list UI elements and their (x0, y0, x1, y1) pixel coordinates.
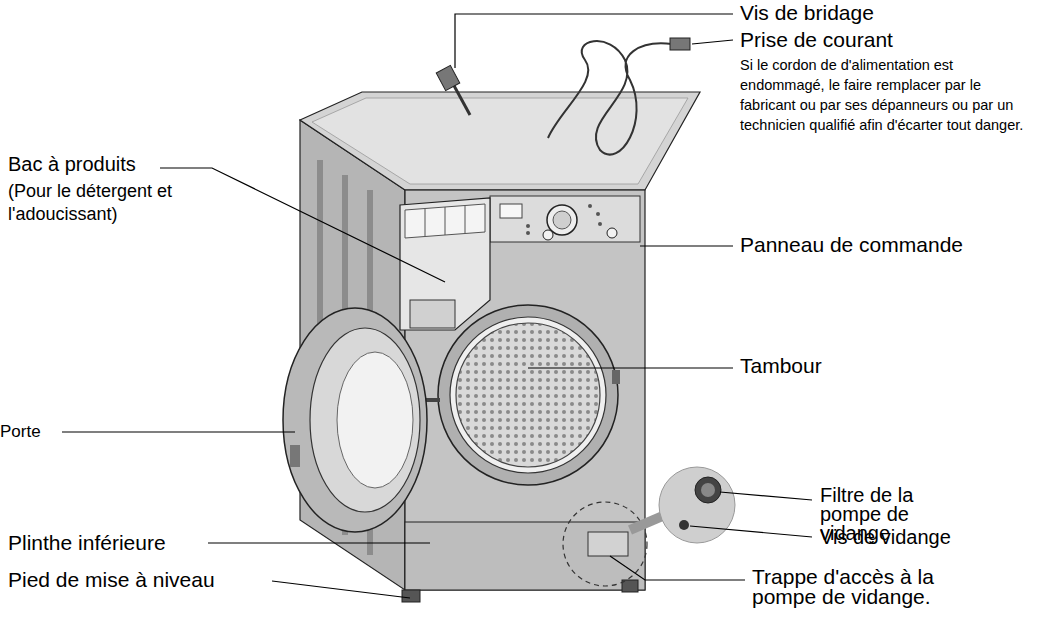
option-buttons (526, 204, 602, 235)
pump-filter-cap (701, 483, 715, 497)
part-label: Panneau de commande (740, 233, 1030, 257)
program-knob-center (553, 211, 571, 229)
drawer-handle (410, 300, 455, 328)
part-label: Vis de vidange (820, 526, 1020, 548)
door-inner (310, 328, 420, 512)
part-note: (Pour le détergent et l'adoucissant) (8, 180, 198, 227)
pump-access-cover (588, 532, 628, 556)
power-plug (670, 38, 690, 50)
power-cord (548, 41, 672, 154)
part-label: Prise de courant (740, 28, 1030, 52)
control-panel (490, 196, 640, 242)
bottom-plinth (405, 522, 645, 590)
part-label: Bac à produits (8, 153, 268, 175)
drain-screw (679, 520, 689, 530)
drum-perforations (440, 310, 620, 490)
drum-rim (456, 323, 600, 467)
safety-note: Si le cordon de d'alimentation est endom… (740, 55, 1032, 135)
door-hook (290, 445, 300, 467)
zoom-detail (659, 467, 735, 543)
drawer-compartments (405, 204, 485, 238)
door-hinge (425, 398, 440, 402)
part-label: Tambour (740, 354, 1030, 378)
detergent-drawer (400, 198, 490, 330)
door-outer (283, 308, 427, 532)
drawer-dividers (425, 206, 465, 236)
transit-bolt (436, 65, 470, 115)
program-knob (547, 205, 577, 235)
zoom-beam (630, 515, 665, 530)
part-label: Vis de bridage (740, 1, 1030, 25)
part-label: Plinthe inférieure (8, 531, 228, 555)
part-label: Pied de mise à niveau (8, 568, 268, 592)
leader-lines (62, 14, 812, 598)
pump-filter (695, 477, 721, 503)
power-button (607, 228, 617, 238)
top-panel (300, 92, 700, 190)
top-inset (312, 98, 688, 184)
start-button (543, 230, 553, 240)
door-glass (337, 352, 413, 488)
leveling-foot (402, 590, 420, 602)
part-label: Trappe d'accès à la pompe de vidange. (752, 567, 1002, 607)
door-latch (612, 370, 620, 384)
part-label: Porte (0, 422, 80, 441)
display (500, 204, 522, 218)
